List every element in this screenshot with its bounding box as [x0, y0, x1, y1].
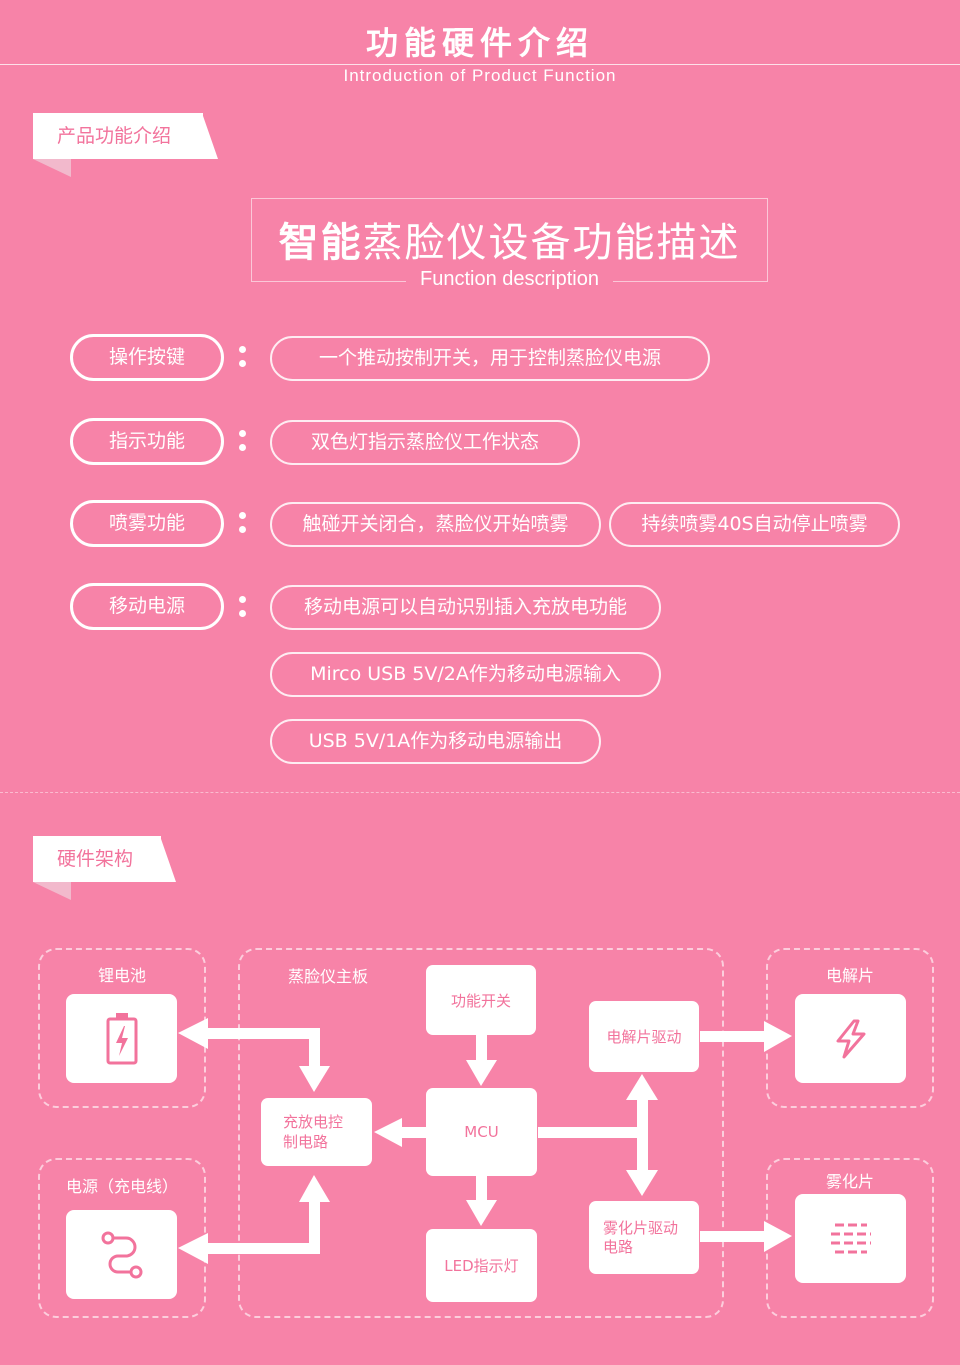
- description-title: 智能蒸脸仪设备功能描述: [251, 210, 768, 268]
- desc-power-bank-2: Mirco USB 5V/2A作为移动电源输入: [270, 652, 661, 697]
- desc-spray-2: 持续喷雾40S自动停止喷雾: [609, 502, 900, 547]
- node-led-indicator: LED指示灯: [426, 1229, 537, 1302]
- electrolytic-label: 电解片: [825, 966, 874, 985]
- description-title-rest: 蒸脸仪设备功能描述: [362, 220, 741, 266]
- power-label: 电源（充电线）: [65, 1177, 178, 1196]
- node-atomizer-driver: 雾化片驱动电路: [589, 1201, 699, 1274]
- header-divider: [0, 64, 960, 65]
- mainboard-group: [238, 948, 724, 1318]
- section-tab-functions: 产品功能介绍: [33, 113, 203, 177]
- battery-label: 锂电池: [97, 966, 146, 985]
- label-operation-button: 操作按键: [70, 334, 224, 381]
- cable-icon: [66, 1210, 177, 1299]
- lightning-icon: [795, 994, 906, 1083]
- atomizer-label: 雾化片: [825, 1172, 874, 1191]
- node-mcu: MCU: [426, 1088, 537, 1176]
- label-power-bank: 移动电源: [70, 583, 224, 630]
- section-tab-label: 产品功能介绍: [57, 125, 172, 147]
- desc-spray-1: 触碰开关闭合，蒸脸仪开始喷雾: [270, 502, 601, 547]
- label-indicator: 指示功能: [70, 418, 224, 465]
- node-atomizer-driver-label: 雾化片驱动电路: [603, 1219, 679, 1256]
- label-spray: 喷雾功能: [70, 500, 224, 547]
- node-function-switch: 功能开关: [426, 965, 536, 1035]
- node-charge-circuit: 充放电控制电路: [261, 1098, 372, 1166]
- desc-operation: 一个推动按制开关，用于控制蒸脸仪电源: [270, 336, 710, 381]
- description-subtitle-wrap: Function description: [251, 268, 768, 291]
- battery-icon: [66, 994, 177, 1083]
- desc-indicator: 双色灯指示蒸脸仪工作状态: [270, 420, 580, 465]
- page-title: 功能硬件介绍: [365, 24, 594, 62]
- section-tab-hardware: 硬件架构: [33, 836, 161, 900]
- page-subtitle: Introduction of Product Function: [343, 66, 617, 85]
- desc-power-bank-3: USB 5V/1A作为移动电源输出: [270, 719, 601, 764]
- description-title-bold: 智能: [278, 220, 363, 266]
- section-tab-label: 硬件架构: [57, 848, 134, 870]
- mainboard-label: 蒸脸仪主板: [288, 967, 369, 986]
- section-divider: [0, 792, 960, 793]
- mist-icon: [795, 1194, 906, 1283]
- desc-power-bank-1: 移动电源可以自动识别插入充放电功能: [270, 585, 661, 630]
- description-subtitle: Function description: [406, 268, 613, 291]
- node-electrolytic-driver: 电解片驱动: [589, 1001, 699, 1072]
- node-charge-circuit-label: 充放电控制电路: [283, 1113, 344, 1151]
- tab-slant: [200, 113, 218, 159]
- tab-slant: [158, 836, 176, 882]
